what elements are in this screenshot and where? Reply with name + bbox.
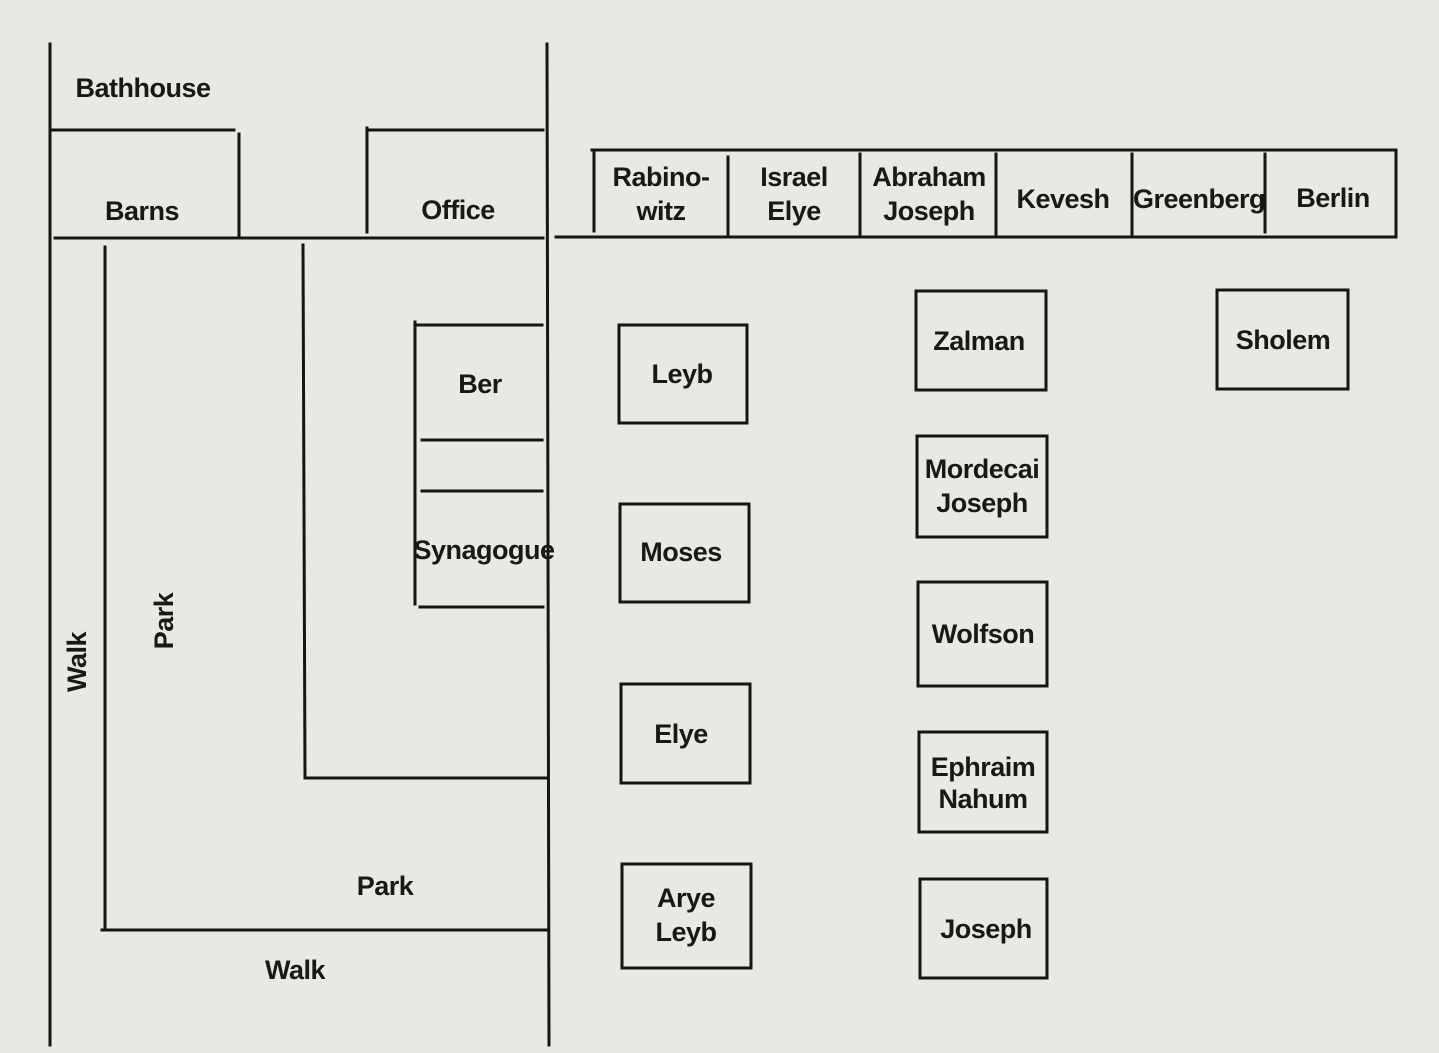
house-moses-label: Moses <box>640 537 722 567</box>
house-zalman-label: Zalman <box>933 326 1025 356</box>
left-block-lines <box>48 42 551 1047</box>
house-mordecai-joseph-line2: Joseph <box>936 488 1028 518</box>
house-arye-leyb-line1: Arye <box>657 883 716 913</box>
synagogue-label: Synagogue <box>413 535 555 565</box>
right-column-labels: Sholem <box>1236 325 1331 355</box>
park-vertical-label: Park <box>149 591 179 649</box>
middle-column-labels: Zalman Mordecai Joseph Wolfson Ephraim N… <box>925 326 1040 944</box>
house-box-ephraim-nahum <box>917 730 1049 834</box>
walk-bottom-label: Walk <box>265 955 326 985</box>
house-rabinowitz-line2: witz <box>636 196 686 226</box>
park-bottom-label: Park <box>357 871 415 901</box>
house-box-mordecai-joseph <box>915 434 1049 539</box>
house-israel-elye-line2: Elye <box>767 196 821 226</box>
house-greenberg-label: Greenberg <box>1133 184 1265 214</box>
house-box-leyb <box>617 323 749 425</box>
house-rabinowitz-line1: Rabino- <box>613 162 710 192</box>
house-box-joseph <box>918 877 1049 980</box>
house-joseph-label: Joseph <box>940 914 1032 944</box>
ber-label: Ber <box>458 369 503 399</box>
house-kevesh-label: Kevesh <box>1016 184 1109 214</box>
left-block-labels: Bathhouse Barns Office Ber Synagogue Wal… <box>62 73 555 985</box>
house-box-moses <box>618 502 751 604</box>
house-boxes <box>617 288 1350 980</box>
house-ephraim-nahum-line2: Nahum <box>938 784 1027 814</box>
house-abraham-joseph-line2: Joseph <box>883 196 975 226</box>
house-wolfson-label: Wolfson <box>932 619 1034 649</box>
barns-label: Barns <box>105 196 179 226</box>
house-box-sholem <box>1215 288 1350 391</box>
house-israel-elye-line1: Israel <box>760 162 828 192</box>
house-leyb-label: Leyb <box>651 359 712 389</box>
house-box-elye <box>619 682 752 785</box>
house-abraham-joseph-line1: Abraham <box>872 162 986 192</box>
office-label: Office <box>421 195 495 225</box>
house-box-zalman <box>914 289 1048 392</box>
house-arye-leyb-line2: Leyb <box>655 917 716 947</box>
bathhouse-label: Bathhouse <box>75 73 210 103</box>
house-berlin-label: Berlin <box>1296 183 1370 213</box>
house-sholem-label: Sholem <box>1236 325 1331 355</box>
house-elye-label: Elye <box>654 719 708 749</box>
house-ephraim-nahum-line1: Ephraim <box>931 752 1036 782</box>
top-row-lines <box>554 148 1398 239</box>
house-box-wolfson <box>916 580 1049 688</box>
left-column-labels: Leyb Moses Elye Arye Leyb <box>640 359 722 947</box>
top-row-labels: Rabino- witz Israel Elye Abraham Joseph … <box>613 162 1371 226</box>
walk-vertical-label: Walk <box>62 631 92 692</box>
house-box-arye-leyb <box>620 862 753 970</box>
house-mordecai-joseph-line1: Mordecai <box>925 454 1040 484</box>
